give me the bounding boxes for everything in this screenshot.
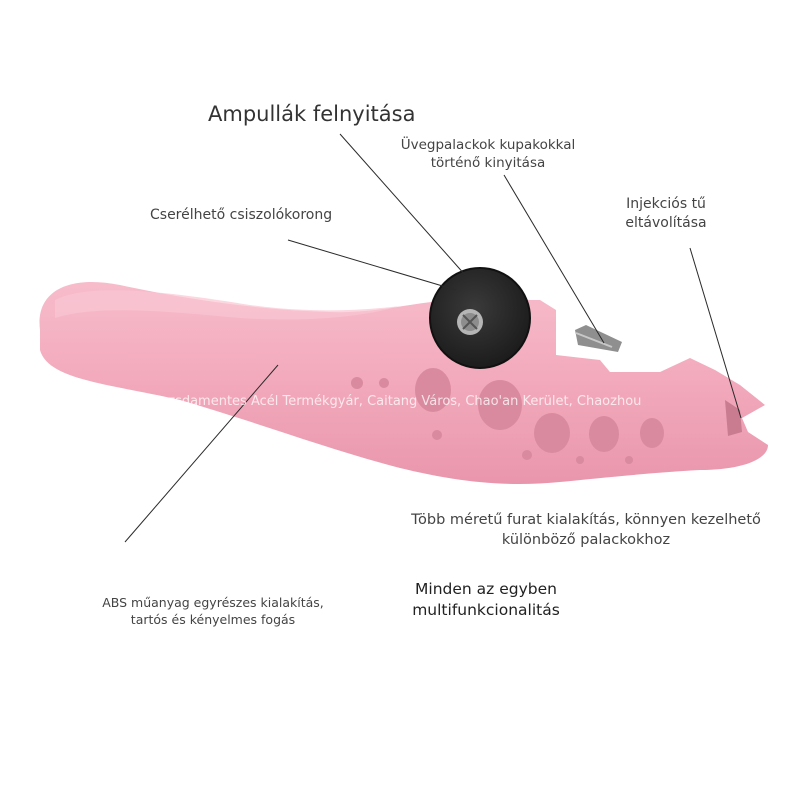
ampoule-label: Ampullák felnyitása (208, 102, 416, 126)
multi-holes-label: Több méretű furat kialakítás, könnyen ke… (411, 512, 761, 548)
bottle-caps-label: Üvegpalackok kupakokkal történő kinyitás… (400, 137, 576, 172)
grinding-wheel (429, 267, 531, 369)
grinding-wheel-label: Cserélhető csiszolókorong (150, 207, 333, 223)
needle-removal-label: Injekciós tű eltávolítása (625, 196, 707, 231)
abs-plastic-label: ABS műanyag egyrészes kialakítás, tartós… (102, 595, 324, 627)
leader-lines (124, 133, 742, 543)
tool-body (39, 282, 768, 485)
all-in-one-label: Minden az egyben multifunkcionalitás (412, 580, 560, 619)
needle-slot (725, 400, 742, 436)
bottle-opener-blade (575, 325, 622, 352)
handle-highlight (55, 290, 400, 320)
watermark: Huichuang Rozsdamentes Acél Termékgyár, … (78, 394, 642, 409)
bottle-holes (351, 368, 664, 464)
